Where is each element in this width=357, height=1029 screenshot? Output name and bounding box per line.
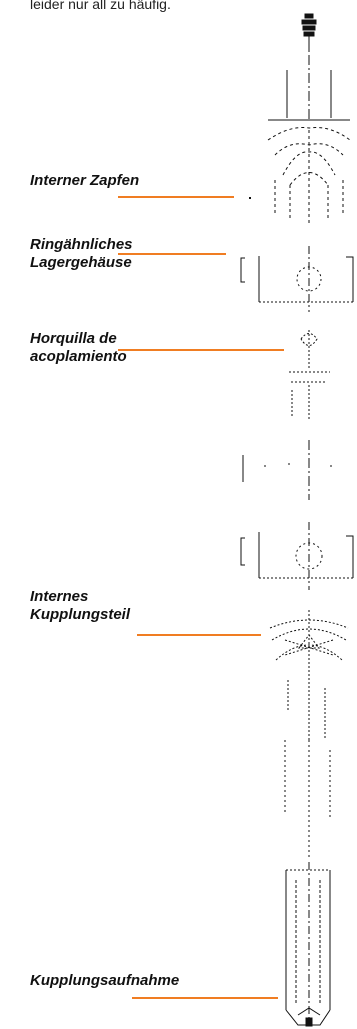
leader-internal-coupling-part [137,634,261,636]
leader-ring-bearing-housing [118,253,226,255]
label-internal-pin: Interner Zapfen [30,172,140,189]
leader-coupling-fork [118,349,284,351]
bearing-housing-lower [240,522,354,590]
label-coupling-receptacle: Kupplungsaufnahme [30,972,180,989]
leader-coupling-receptacle [132,997,278,999]
mid-shaft [242,440,332,500]
coupling-receptacle-drawing [285,862,331,1027]
threaded-cap [301,13,317,52]
label-coupling-fork: Horquilla de acoplamiento [30,330,127,365]
coupling-fork-part [289,330,330,420]
internal-pin-part [267,127,351,225]
label-ring-bearing-housing: Ringähnliches Lagergehäuse [30,236,133,271]
intro-text: leider nur all zu häufig. [30,0,171,12]
label-internal-coupling-part: Internes Kupplungsteil [30,588,130,623]
upper-shaft [268,55,350,121]
internal-coupling-part-drawing [269,610,349,740]
lower-shaft [284,740,331,860]
leader-internal-pin [118,196,234,198]
bearing-housing-upper [240,246,354,312]
